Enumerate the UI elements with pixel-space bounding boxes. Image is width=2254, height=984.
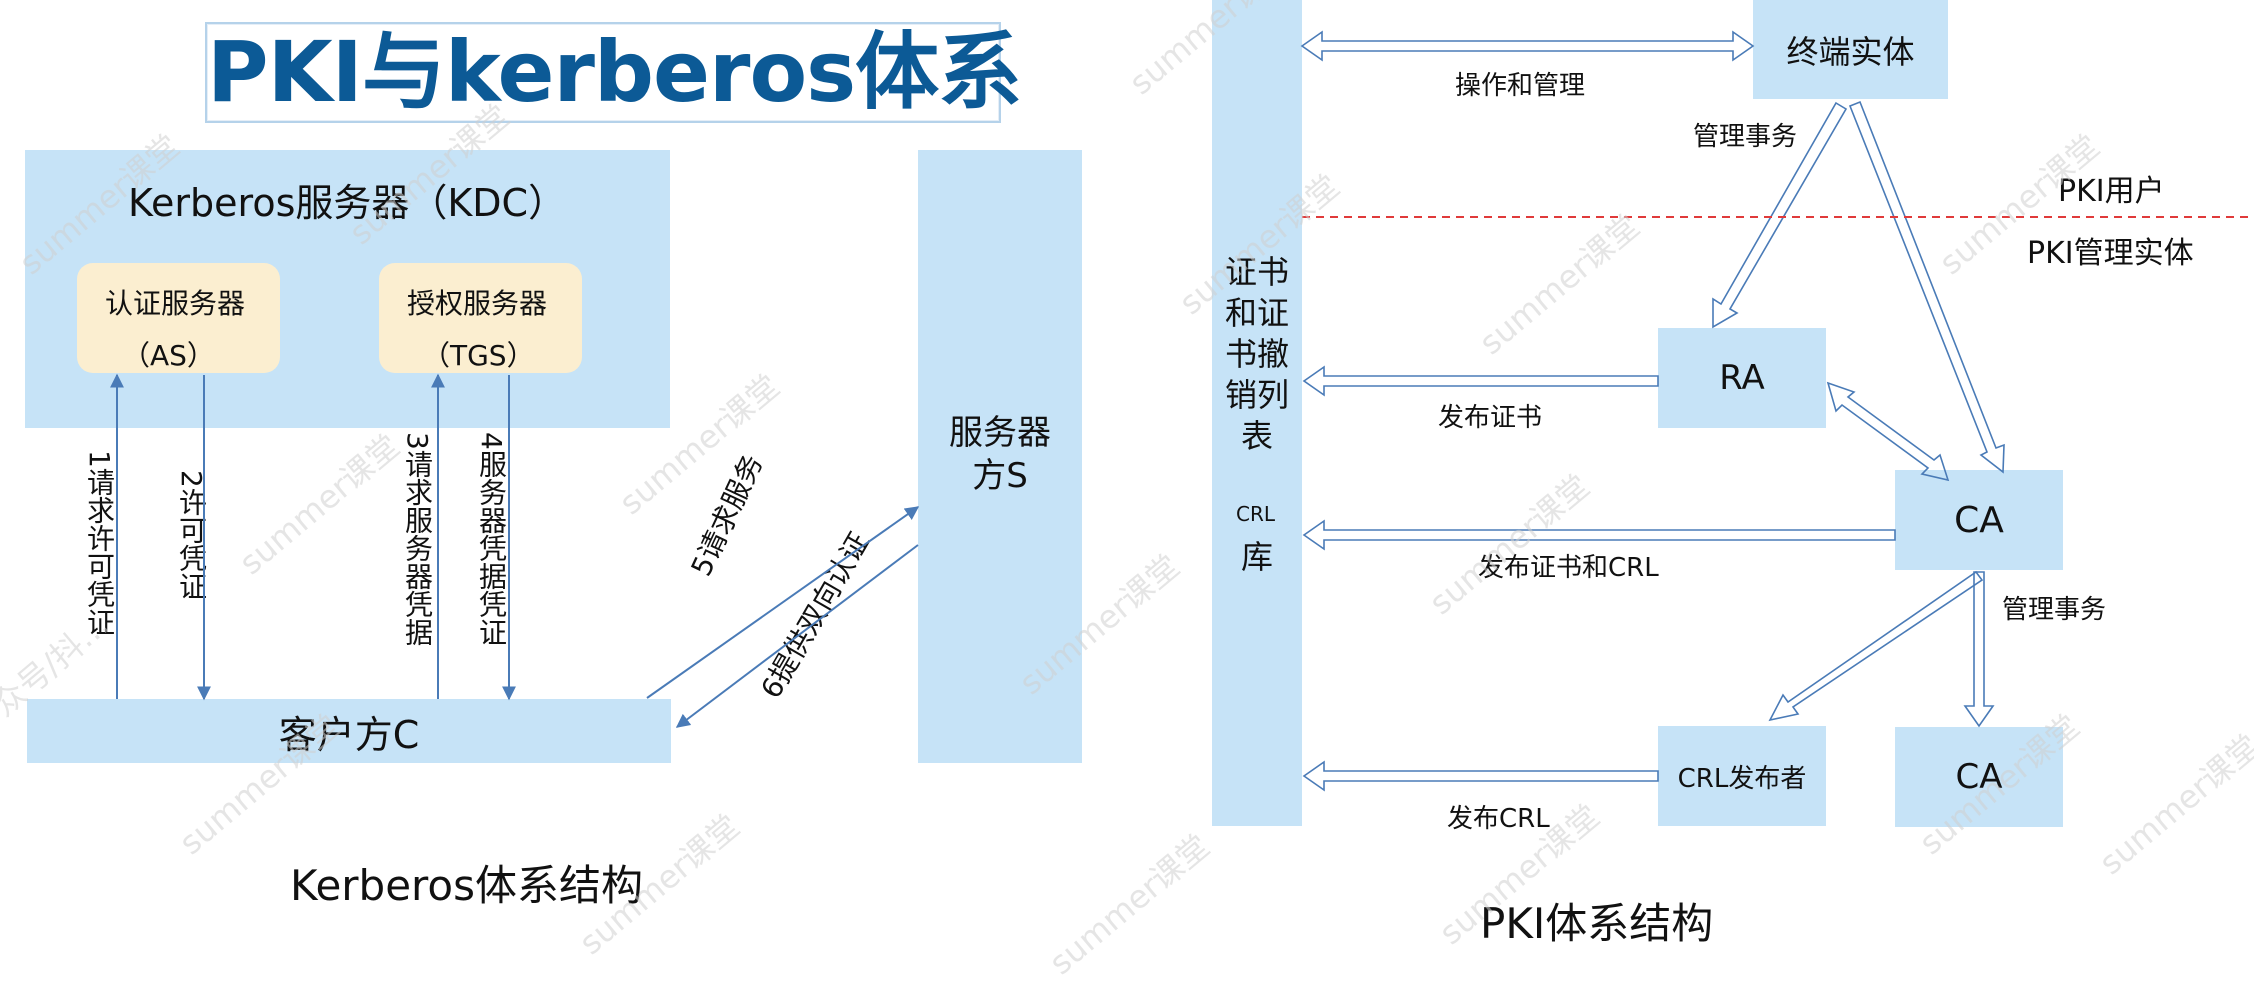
server-s-label: 服务器 方S (918, 412, 1082, 498)
ca-to-crl-arrow (1768, 570, 1984, 722)
tgs-box (379, 263, 582, 373)
repo-line-3: 书撤 (1224, 335, 1289, 373)
end-to-ra-arrow (1712, 101, 1848, 329)
repo-line-2: 和证 (1224, 294, 1289, 332)
ca-sub-box: CA (1895, 727, 2063, 827)
ra-label: RA (1719, 358, 1765, 398)
client-c-label: 客户方C (278, 712, 420, 757)
end-to-ca-arrow (1848, 100, 2005, 474)
publish-crl-label: 发布CRL (1447, 804, 1550, 834)
ca-main-label: CA (1954, 499, 2004, 541)
repository-box (1212, 0, 1302, 826)
op-manage-arrow (1300, 30, 1755, 62)
as-box (77, 263, 280, 373)
ca-main-box: CA (1895, 470, 2063, 570)
client-c-box: 客户方C (27, 699, 671, 763)
kerberos-caption: Kerberos体系结构 (290, 861, 643, 910)
publish-cert-label: 发布证书 (1438, 403, 1543, 433)
crl-publisher-label: CRL发布者 (1677, 763, 1807, 794)
server-s-line2: 方S (972, 456, 1028, 496)
as-abbr: （AS） (122, 339, 215, 372)
end-entity-label: 终端实体 (1786, 32, 1915, 71)
kdc-label: Kerberos服务器（KDC） (128, 181, 567, 225)
publish-crl-arrow (1302, 760, 1659, 792)
publish-cert-arrow (1302, 365, 1659, 397)
publish-cert-crl-arrow (1302, 519, 1896, 551)
ca-to-ca-arrow (1963, 571, 1995, 728)
repository-label: 证书 和证 书撤 销列 表 (1212, 252, 1302, 457)
pki-user-label: PKI用户 (2058, 174, 2165, 209)
ca-sub-label: CA (1955, 757, 2003, 797)
as-name: 认证服务器 (105, 287, 246, 320)
end-entity-box: 终端实体 (1753, 0, 1948, 99)
connector-layer (110, 30, 2254, 792)
crl-small-label: CRL (1236, 502, 1276, 526)
arrow1-label: 1请求许可凭证 (83, 450, 116, 636)
arrow4-label: 4服务器凭据凭证 (475, 432, 508, 646)
server-s-line1: 服务器 (949, 413, 1051, 453)
ra-box: RA (1658, 328, 1826, 428)
repo-line-4: 销列 (1224, 376, 1289, 414)
repo-line-5: 表 (1240, 417, 1273, 455)
crl-publisher-box: CRL发布者 (1658, 726, 1826, 826)
mgmt-tx-bottom-label: 管理事务 (2002, 595, 2107, 625)
page-title: PKI与kerberos体系 (205, 22, 1022, 123)
arrow5-line (646, 506, 920, 699)
pki-caption: PKI体系结构 (1480, 899, 1714, 948)
arrow6-line (675, 544, 919, 728)
ra-ca-arrow (1826, 381, 1950, 482)
crl-repo-label: 库 (1241, 538, 1274, 576)
op-manage-label: 操作和管理 (1455, 71, 1586, 101)
publish-cert-crl-label: 发布证书和CRL (1478, 553, 1659, 583)
repo-line-1: 证书 (1224, 253, 1289, 291)
tgs-name: 授权服务器 (407, 287, 548, 320)
arrow3-label: 3请求服务器凭据 (401, 432, 434, 646)
mgmt-tx-top-label: 管理事务 (1693, 122, 1798, 152)
pki-mgmt-entity-label: PKI管理实体 (2027, 236, 2194, 271)
server-s-box (918, 150, 1082, 763)
tgs-abbr: （TGS） (422, 339, 535, 372)
arrow2-label: 2许可凭证 (175, 470, 208, 600)
